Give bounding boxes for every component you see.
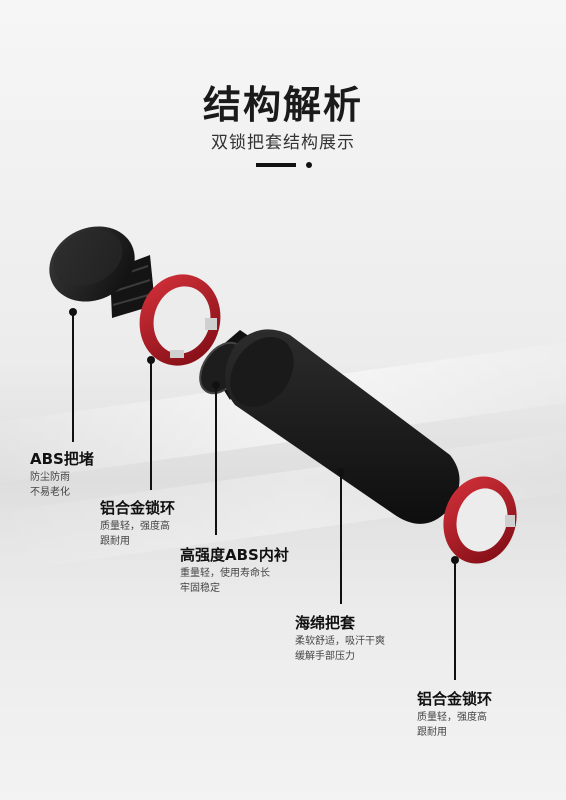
page-subtitle: 双锁把套结构展示 — [211, 133, 355, 153]
leader-line-lock-ring-right — [454, 560, 456, 680]
leader-dot-lock-ring-left — [147, 356, 155, 364]
callout-desc-foam-grip-1: 柔软舒适，吸汗干爽 — [295, 636, 385, 647]
leader-line-abs-plug — [72, 312, 74, 442]
leader-dot-abs-plug — [69, 308, 77, 316]
callout-label-lock-ring-left: 铝合金锁环 — [100, 499, 176, 517]
callout-desc-lock-ring-right-1: 质量轻，强度高 — [417, 712, 487, 723]
page-title: 结构解析 — [202, 83, 363, 127]
callout-label-foam-grip: 海绵把套 — [295, 614, 356, 632]
title-underline — [256, 163, 296, 167]
callout-label-abs-plug: ABS把堵 — [30, 450, 94, 468]
leader-dot-lock-ring-right — [451, 556, 459, 564]
callout-label-lock-ring-right: 铝合金锁环 — [417, 690, 493, 708]
leader-line-lock-ring-left — [150, 360, 152, 490]
leader-dot-foam-grip — [337, 468, 345, 476]
leader-line-abs-liner — [215, 385, 217, 535]
callout-desc-abs-plug-2: 不易老化 — [30, 487, 70, 498]
leader-line-foam-grip — [340, 472, 342, 604]
callout-desc-lock-ring-left-2: 跟耐用 — [100, 536, 130, 547]
leader-dot-abs-liner — [212, 381, 220, 389]
foam-grip — [225, 329, 460, 524]
callout-label-abs-liner: 高强度ABS内衬 — [180, 546, 289, 564]
callout-desc-lock-ring-right-2: 跟耐用 — [417, 727, 447, 738]
title-dot — [306, 162, 312, 168]
callout-desc-lock-ring-left-1: 质量轻，强度高 — [100, 521, 170, 532]
abs-end-plug — [49, 226, 155, 318]
callout-desc-foam-grip-2: 缓解手部压力 — [295, 651, 355, 662]
lock-ring-right — [443, 476, 517, 564]
lock-ring-left — [139, 274, 221, 366]
callout-desc-abs-plug-1: 防尘防雨 — [30, 472, 70, 483]
callout-desc-abs-liner-2: 牢固稳定 — [180, 583, 220, 594]
callout-desc-abs-liner-1: 重量轻，使用寿命长 — [180, 568, 270, 579]
